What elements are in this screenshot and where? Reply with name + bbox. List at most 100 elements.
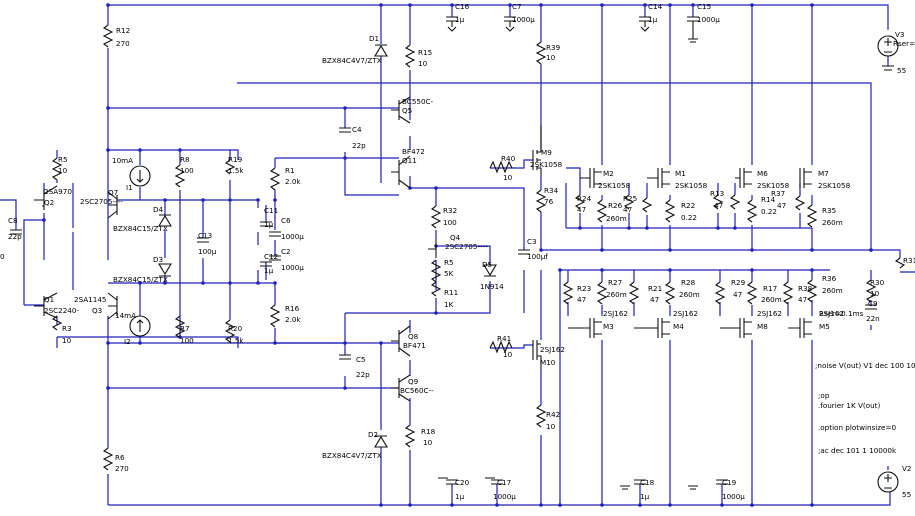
component-label: 2SJ162 [603,309,628,318]
component-label: M9 [541,148,552,157]
component-label: 47 [777,201,786,210]
component-label: 55 [902,490,911,499]
component-label: C17 [497,478,511,487]
component-label: 1000µ [512,15,535,24]
component-label: 0.22 [681,213,697,222]
component-label: M10 [540,358,556,367]
component-label: R6 [115,453,125,462]
transistors-bjt [34,96,437,402]
component-label: Q11 [402,156,417,165]
component-label: R5 [58,155,68,164]
component-label: R40 [501,154,516,163]
component-label: 1µ [455,15,465,24]
component-label: D2 [368,430,378,439]
component-label: R26 [608,201,623,210]
component-label: 22p [8,232,22,241]
component-label: C16 [455,2,470,11]
component-label: I1 [126,183,133,192]
component-label: 2.0k [285,177,301,186]
component-label: 10 [870,289,880,298]
component-label: R20 [228,324,243,333]
component-label: 2SK1058 [675,181,708,190]
component-label: 260m [679,290,700,299]
component-label: R14 [761,195,776,204]
component-label: C14 [648,2,663,11]
component-label: 10 [546,53,556,62]
component-label: R28 [681,278,696,287]
component-label: 1000µ [493,492,516,501]
component-label: Q3 [92,306,102,315]
component-label: 100µ [198,247,217,256]
component-label: 1µ [640,492,650,501]
component-label: 10 [423,438,433,447]
transistors-mosfet [532,125,812,370]
component-label: BF472 [402,147,425,156]
spice-directive[interactable]: ;op [818,391,830,400]
component-label: 260m [822,286,843,295]
component-label: R13 [710,189,724,198]
component-label: R37 [771,189,785,198]
component-label: 47 [714,201,723,210]
component-label: R19 [228,155,243,164]
component-label: R41 [497,334,511,343]
component-label: R15 [418,48,432,57]
component-label: C7 [512,2,522,11]
component-label: 47 [623,205,632,214]
component-label: 1000µ [697,15,720,24]
component-label: BF471 [403,341,426,350]
component-label: C13 [198,231,212,240]
component-label: R25 [623,194,637,203]
component-label: R24 [577,194,592,203]
component-label: 2SJ162 [673,309,698,318]
component-label: 55 [897,66,906,75]
component-label: 10 [503,173,513,182]
component-label: C19 [722,478,737,487]
component-label: 0.22 [761,207,777,216]
component-label: 47 [577,205,586,214]
component-label: 14mA [115,311,136,320]
component-label: 1000µ [722,492,745,501]
component-label: 47 [798,295,807,304]
component-label: 2SC2705---- [80,197,123,206]
component-label: C12 [264,252,278,261]
component-label: 260m [606,214,627,223]
spice-directive[interactable]: ;ac dec 101 1 10000k [818,446,897,455]
component-label: 76 [544,197,554,206]
wires [0,4,915,506]
spice-directive[interactable]: .fourier 1K V(out) [818,401,880,410]
component-label: R7 [180,324,190,333]
component-label: C20 [455,478,470,487]
component-label: BZX84C4V7/ZTX [322,56,382,65]
component-label: BZX84C4V7/ZTX [322,451,382,460]
component-label: 2SA1145 [74,295,106,304]
component-label: 100µf [527,252,548,261]
component-label: C9 [868,299,878,308]
component-label: C5 [356,355,366,364]
component-label: 2SA970 [44,187,72,196]
component-label: 5K [444,269,454,278]
component-label: R30 [870,278,885,287]
component-label: 1.5k [228,336,244,345]
component-label: R36 [822,274,837,283]
component-label: M3 [603,322,614,331]
component-label: 260m [606,290,627,299]
component-label: 47 [733,290,742,299]
component-label: BC550C- [402,97,434,106]
component-label: R3 [62,324,72,333]
component-label: R16 [285,304,300,313]
component-label: R42 [546,410,560,419]
component-label: Q7 [108,188,118,197]
component-label: Q2 [44,198,54,207]
component-label: M8 [757,322,768,331]
component-label: 0 [0,252,5,261]
spice-directives: ;noise V(out) V1 dec 100 10 100k ;op.four… [815,361,915,455]
component-label: 1N914 [480,282,504,291]
component-label: C6 [281,216,291,225]
spice-directive[interactable]: .option plotwinsize=0 [818,423,896,432]
component-labels: R12270D1BZX84C4V7/ZTXR1510C161µC71000µC1… [0,2,915,501]
component-label: M4 [673,322,684,331]
component-label: 2SK1058 [757,181,790,190]
component-label: BC560C-- [400,386,434,395]
spice-directive[interactable]: ;noise V(out) V1 dec 100 10 100k [815,361,915,370]
